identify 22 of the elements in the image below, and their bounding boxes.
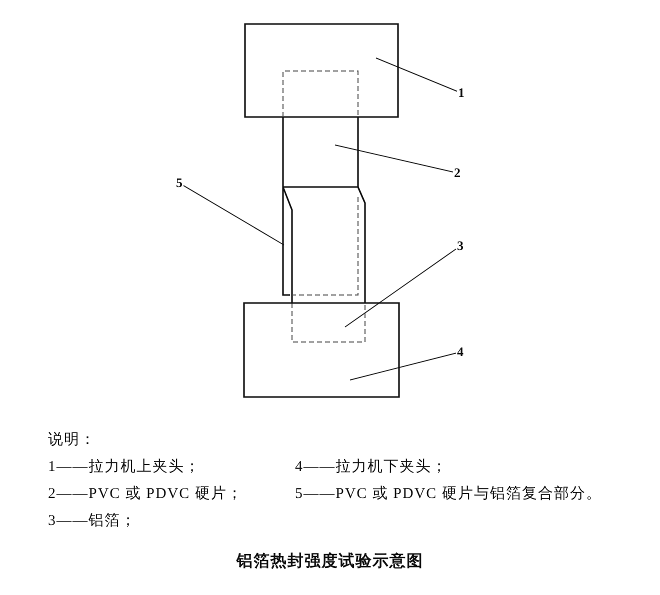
leader-line	[350, 352, 456, 380]
callout-number: 2	[454, 166, 460, 180]
key-entry: 2——PVC 或 PDVC 硬片；	[48, 485, 243, 503]
figure-caption: 铝箔热封强度试验示意图	[235, 551, 424, 572]
callout-number: 3	[457, 239, 464, 253]
key-entry: 3——铝箔；	[48, 512, 136, 530]
leader-line	[376, 58, 458, 92]
leader-line	[344, 248, 456, 328]
plastic-sheet-drawing	[282, 70, 359, 188]
key-heading: 说明：	[48, 431, 96, 449]
lower-clamp-drawing	[243, 302, 400, 398]
leader-line	[334, 144, 454, 173]
callout-number: 4	[457, 345, 464, 359]
callout-number: 5	[176, 176, 182, 190]
callout-number: 1	[458, 86, 464, 100]
upper-clamp-drawing	[244, 23, 399, 118]
composite-part-drawing	[282, 186, 366, 304]
key-entry: 1——拉力机上夹头；	[48, 458, 200, 476]
leader-line	[183, 185, 284, 246]
aluminum-foil-drawing	[292, 196, 366, 342]
key-entry: 5——PVC 或 PDVC 硬片与铝箔复合部分。	[295, 485, 602, 503]
key-entry: 4——拉力机下夹头；	[295, 458, 448, 476]
